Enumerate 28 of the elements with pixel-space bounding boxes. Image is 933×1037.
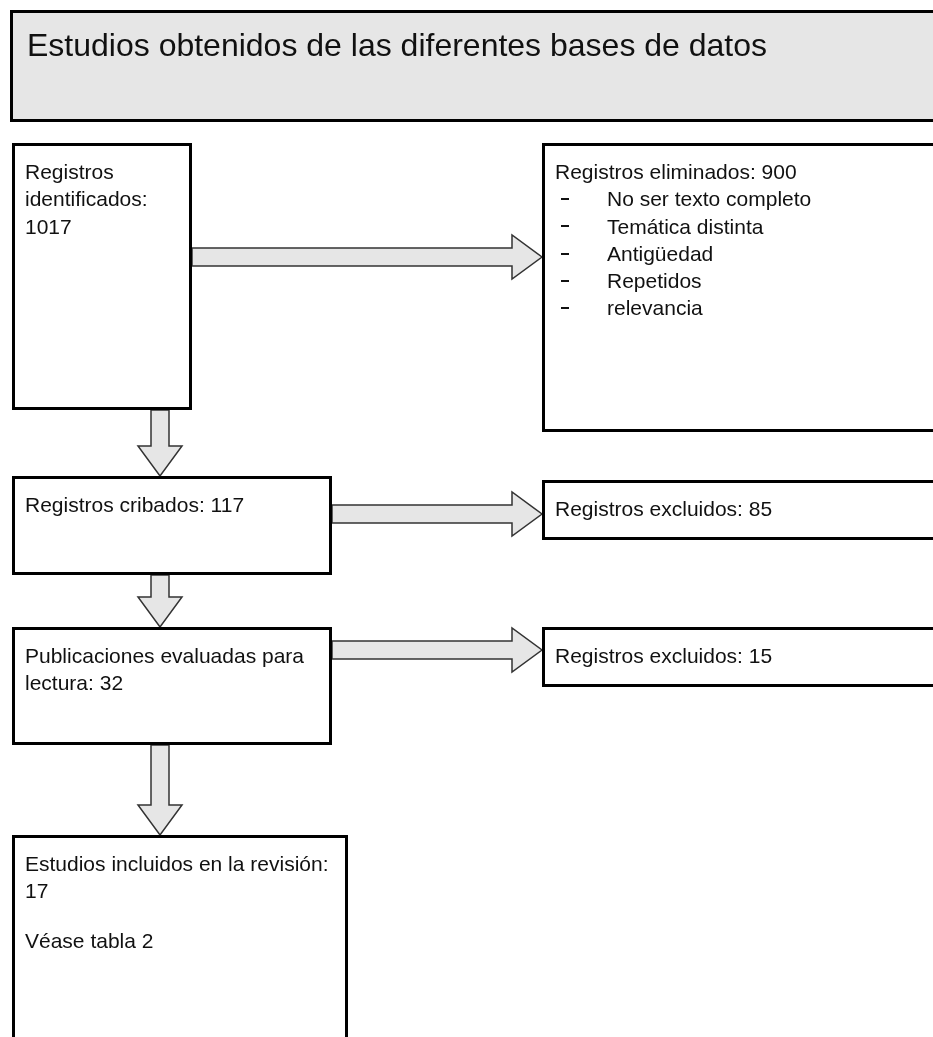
block-arrow — [331, 490, 544, 538]
box-text: Publicaciones evaluadas para lectura: 32 — [25, 643, 306, 697]
process-box — [12, 835, 348, 1037]
block-arrow — [136, 744, 184, 837]
list-item: Temática distinta — [607, 213, 764, 240]
process-box — [542, 627, 933, 687]
list-item: Antigüedad — [607, 240, 714, 267]
process-box — [542, 480, 933, 540]
block-arrow — [191, 233, 544, 281]
box-text: Registros eliminados: 900 — [555, 159, 798, 185]
list-item: No ser texto completo — [607, 186, 812, 213]
box-text: Registros identificados: 1017 — [25, 159, 149, 240]
box-text: Estudios incluidos en la revisión: 17 — [25, 851, 330, 905]
title-box — [10, 10, 933, 122]
title-text: Estudios obtenidos de las diferentes bases de datos — [27, 26, 769, 65]
process-box — [542, 143, 933, 432]
box-text: Registros excluidos: 15 — [555, 643, 774, 669]
box-text: Registros excluidos: 85 — [555, 496, 774, 522]
block-arrow — [136, 574, 184, 629]
box-text: Véase tabla 2 — [25, 927, 155, 954]
process-box — [12, 143, 192, 410]
box-text: Registros cribados: 117 — [25, 492, 246, 518]
list-item: Repetidos — [607, 268, 702, 295]
list-item: relevancia — [607, 295, 703, 322]
block-arrow — [136, 409, 184, 478]
process-box — [12, 627, 332, 745]
process-box — [12, 476, 332, 575]
block-arrow — [331, 626, 544, 674]
